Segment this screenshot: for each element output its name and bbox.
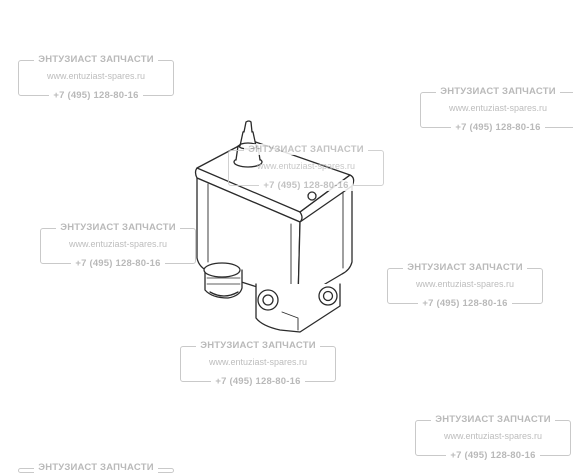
watermark-stamp: ЭНТУЗИАСТ ЗАПЧАСТИ www.entuziast-spares.… xyxy=(415,414,571,461)
watermark-phone: +7 (495) 128-80-16 xyxy=(420,122,573,134)
watermark-phone: +7 (495) 128-80-16 xyxy=(18,90,174,102)
watermark-site: www.entuziast-spares.ru xyxy=(68,239,168,249)
watermark-stamp: ЭНТУЗИАСТ ЗАПЧАСТИ www.entuziast-spares.… xyxy=(18,54,174,101)
watermark-site: www.entuziast-spares.ru xyxy=(448,103,548,113)
watermark-site: www.entuziast-spares.ru xyxy=(256,161,356,171)
watermark-brand: ЭНТУЗИАСТ ЗАПЧАСТИ xyxy=(228,144,384,156)
watermark-brand: ЭНТУЗИАСТ ЗАПЧАСТИ xyxy=(387,262,543,274)
watermark-stamp: ЭНТУЗИАСТ ЗАПЧАСТИ www.entuziast-spares.… xyxy=(180,340,336,387)
watermark-site: www.entuziast-spares.ru xyxy=(46,71,146,81)
watermark-stamp-partial: ЭНТУЗИАСТ ЗАПЧАСТИ xyxy=(18,462,174,473)
watermark-phone: +7 (495) 128-80-16 xyxy=(40,258,196,270)
watermark-brand: ЭНТУЗИАСТ ЗАПЧАСТИ xyxy=(40,222,196,234)
watermark-phone: +7 (495) 128-80-16 xyxy=(387,298,543,310)
watermark-phone: +7 (495) 128-80-16 xyxy=(228,180,384,192)
watermark-phone: +7 (495) 128-80-16 xyxy=(180,376,336,388)
watermark-stamp: ЭНТУЗИАСТ ЗАПЧАСТИ www.entuziast-spares.… xyxy=(420,86,573,133)
watermark-brand: ЭНТУЗИАСТ ЗАПЧАСТИ xyxy=(415,414,571,426)
watermark-stamp: ЭНТУЗИАСТ ЗАПЧАСТИ www.entuziast-spares.… xyxy=(40,222,196,269)
watermark-stamp: ЭНТУЗИАСТ ЗАПЧАСТИ www.entuziast-spares.… xyxy=(228,144,384,191)
watermark-site: www.entuziast-spares.ru xyxy=(208,357,308,367)
watermark-site: www.entuziast-spares.ru xyxy=(443,431,543,441)
watermark-brand: ЭНТУЗИАСТ ЗАПЧАСТИ xyxy=(180,340,336,352)
watermark-brand: ЭНТУЗИАСТ ЗАПЧАСТИ xyxy=(18,462,174,473)
watermark-stamp: ЭНТУЗИАСТ ЗАПЧАСТИ www.entuziast-spares.… xyxy=(387,262,543,309)
watermark-brand: ЭНТУЗИАСТ ЗАПЧАСТИ xyxy=(420,86,573,98)
watermark-brand: ЭНТУЗИАСТ ЗАПЧАСТИ xyxy=(18,54,174,66)
watermark-site: www.entuziast-spares.ru xyxy=(415,279,515,289)
watermark-phone: +7 (495) 128-80-16 xyxy=(415,450,571,462)
